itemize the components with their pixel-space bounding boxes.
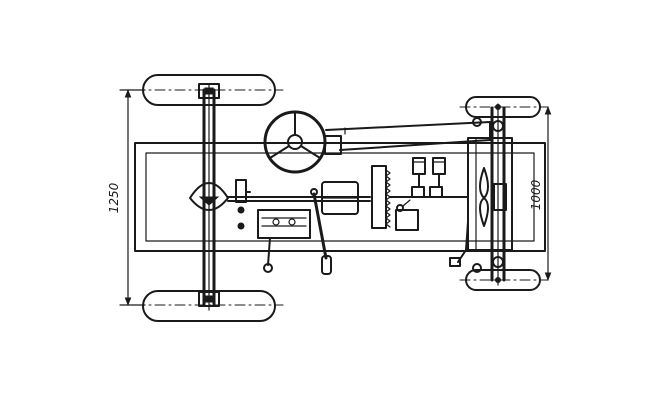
rear-right-wheel xyxy=(134,290,284,322)
flywheel xyxy=(371,165,391,229)
wheelbase-label: 1250 xyxy=(107,182,121,213)
crankshaft xyxy=(389,186,469,198)
steering-column xyxy=(325,121,491,151)
piston-2 xyxy=(432,157,446,188)
rear-axle xyxy=(189,83,229,311)
gearbox xyxy=(257,209,311,239)
hand-brake-lever xyxy=(310,188,332,275)
clutch-housing xyxy=(321,181,359,215)
piston-1 xyxy=(412,157,426,188)
dimension-track: 1000 xyxy=(529,106,552,281)
gear-lever xyxy=(263,237,273,273)
track-label: 1000 xyxy=(529,179,543,210)
starting-crank xyxy=(449,221,469,267)
dimension-wheelbase: 1250 xyxy=(107,89,146,306)
drive-shaft xyxy=(227,196,371,202)
front-left-wheel xyxy=(459,96,549,118)
steering-wheel xyxy=(263,110,342,174)
brake-linkage xyxy=(235,179,251,230)
cooling-fan xyxy=(479,167,507,227)
magneto xyxy=(395,199,419,231)
front-axle xyxy=(472,103,506,286)
front-right-wheel xyxy=(459,269,549,291)
